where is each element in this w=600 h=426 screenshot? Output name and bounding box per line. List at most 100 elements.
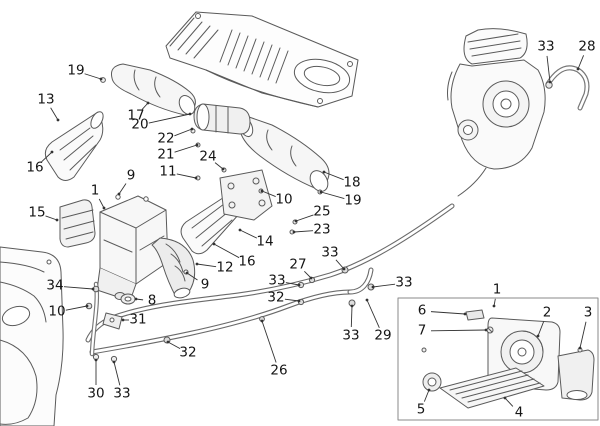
leader-line-2-41 [537,321,545,337]
leader-line-19-0 [84,73,102,80]
leader-endpoint-29-31 [365,298,369,302]
leader-line-33-23 [285,282,300,286]
leader-line-1-10 [98,198,105,209]
leader-line-18-12 [323,171,344,181]
leader-line-22-4 [174,128,193,137]
leader-endpoint-19-0 [99,77,103,81]
leader-endpoint-14-17 [238,228,242,232]
leader-endpoint-1-10 [102,206,106,210]
leader-line-10-27 [65,305,88,311]
leader-endpoint-6-39 [463,312,467,316]
leader-endpoint-34-26 [91,287,95,291]
intake-bellows-part-12 [151,237,196,299]
leader-line-28-37 [577,55,585,70]
leader-line-19-13 [320,191,345,199]
chassis-frame-part [165,11,359,108]
leader-line-7-40 [430,329,487,332]
leader-endpoint-5-43 [427,388,431,392]
leader-endpoint-18-12 [322,170,326,174]
leader-line-33-35 [113,361,121,386]
leader-line-17-2 [141,102,149,110]
leader-line-34-26 [63,286,94,290]
leader-endpoint-4-44 [503,396,507,400]
leader-line-6-39 [430,311,466,315]
leader-endpoint-1-38 [492,304,496,308]
leader-endpoint-33-35 [112,360,116,364]
resonator-part-20 [190,103,251,148]
leader-line-9-20 [186,272,198,281]
leader-endpoint-33-23 [297,283,301,287]
leader-endpoint-30-34 [94,358,98,362]
body-panel [0,246,64,426]
clip-part-6 [465,309,485,321]
leader-endpoint-33-22 [342,267,346,271]
leader-endpoint-22-4 [190,127,194,131]
leader-endpoint-33-36 [548,80,552,84]
leader-endpoint-32-32 [166,340,170,344]
leader-endpoint-10-27 [85,304,89,308]
leader-line-24-8 [214,162,224,170]
leader-line-25-15 [295,214,314,222]
leader-endpoint-9-9 [117,192,121,196]
leader-line-16-18 [213,243,240,259]
leader-line-12-19 [196,263,217,268]
inset-detail-box [397,297,599,421]
leader-line-4-44 [504,397,514,407]
leader-line-10-14 [261,190,276,198]
leader-endpoint-21-5 [195,143,199,147]
leader-endpoint-33-25 [371,285,375,289]
leader-endpoint-9-20 [185,271,189,275]
leader-line-13-1 [50,107,59,121]
air-funnel-part-13 [44,111,104,181]
leader-endpoint-3-42 [578,346,582,350]
leader-line-33-36 [546,55,551,83]
leader-line-32-32 [167,341,181,350]
leader-line-15-11 [45,215,58,221]
outlet-duct-part-3 [557,349,595,401]
air-duct-part-15 [59,199,96,248]
leader-endpoint-19-13 [319,190,323,194]
engine-assembly [447,28,546,197]
leader-line-5-43 [423,389,430,402]
leader-endpoint-25-15 [294,219,298,223]
air-filter-box-part-1 [96,194,169,302]
leader-endpoint-2-41 [536,334,540,338]
leader-endpoint-31-29 [121,318,125,322]
leader-line-23-16 [293,230,314,233]
leader-line-33-22 [335,259,345,270]
leader-endpoint-8-28 [134,297,138,301]
leader-line-14-17 [239,229,258,239]
leader-line-21-5 [174,144,198,153]
leader-endpoint-11-7 [194,176,198,180]
leader-endpoint-16-18 [212,242,216,246]
leader-endpoint-16-6 [50,150,54,154]
leader-endpoint-10-14 [260,189,264,193]
leader-line-9-9 [118,183,127,195]
leader-line-16-6 [41,151,53,163]
leader-endpoint-28-37 [576,67,580,71]
air-duct-part-17 [100,63,196,116]
leader-endpoint-7-40 [484,328,488,332]
leader-line-32-24 [284,298,300,302]
leader-endpoint-17-2 [146,101,150,105]
leader-line-33-30 [350,305,353,328]
leader-line-3-42 [579,321,587,349]
leader-line-33-25 [372,283,396,288]
mounting-bracket-part-24 [195,167,273,221]
leader-endpoint-15-11 [55,218,59,222]
leader-line-29-31 [366,299,380,328]
drain-hose-parts [85,281,136,363]
leader-line-27-21 [304,271,312,279]
leader-endpoint-13-1 [56,118,60,122]
leader-endpoint-27-21 [309,276,313,280]
leader-endpoint-33-30 [350,304,354,308]
leader-endpoint-23-16 [292,230,296,234]
leader-endpoint-12-19 [195,262,199,266]
leader-endpoint-24-8 [221,167,225,171]
leader-line-26-33 [261,320,277,363]
leader-line-20-3 [148,113,191,124]
leader-line-11-7 [176,173,197,179]
